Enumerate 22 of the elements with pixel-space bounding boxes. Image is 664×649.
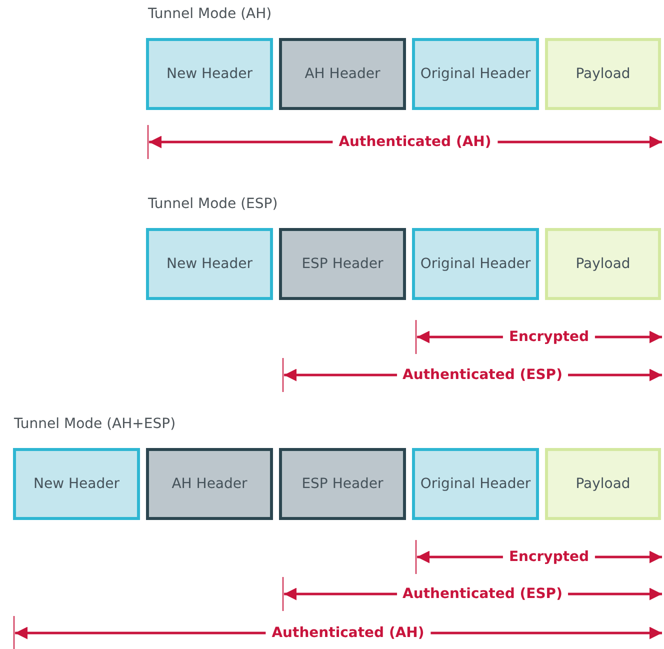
packet-field-box: ESP Header [279,448,406,520]
packet-field-box: New Header [13,448,140,520]
span-label: Authenticated (AH) [266,625,430,641]
packet-field-box: Original Header [412,448,539,520]
section-heading: Tunnel Mode (AH+ESP) [14,416,176,432]
packet-field-box: ESP Header [279,228,406,300]
packet-field-box: Payload [545,448,661,520]
packet-field-box: Payload [545,228,661,300]
span-label: Authenticated (ESP) [396,586,568,602]
section-heading: Tunnel Mode (AH) [148,6,272,22]
packet-field-box: AH Header [146,448,273,520]
packet-field-box: New Header [146,228,273,300]
packet-field-box: New Header [146,38,273,110]
span-label: Authenticated (ESP) [396,367,568,383]
packet-field-box: Payload [545,38,661,110]
span-label: Authenticated (AH) [332,134,498,150]
packet-field-box: AH Header [279,38,406,110]
section-heading: Tunnel Mode (ESP) [148,196,278,212]
span-label: Encrypted [502,329,596,345]
span-label: Encrypted [502,549,596,565]
packet-field-box: Original Header [412,38,539,110]
packet-field-box: Original Header [412,228,539,300]
